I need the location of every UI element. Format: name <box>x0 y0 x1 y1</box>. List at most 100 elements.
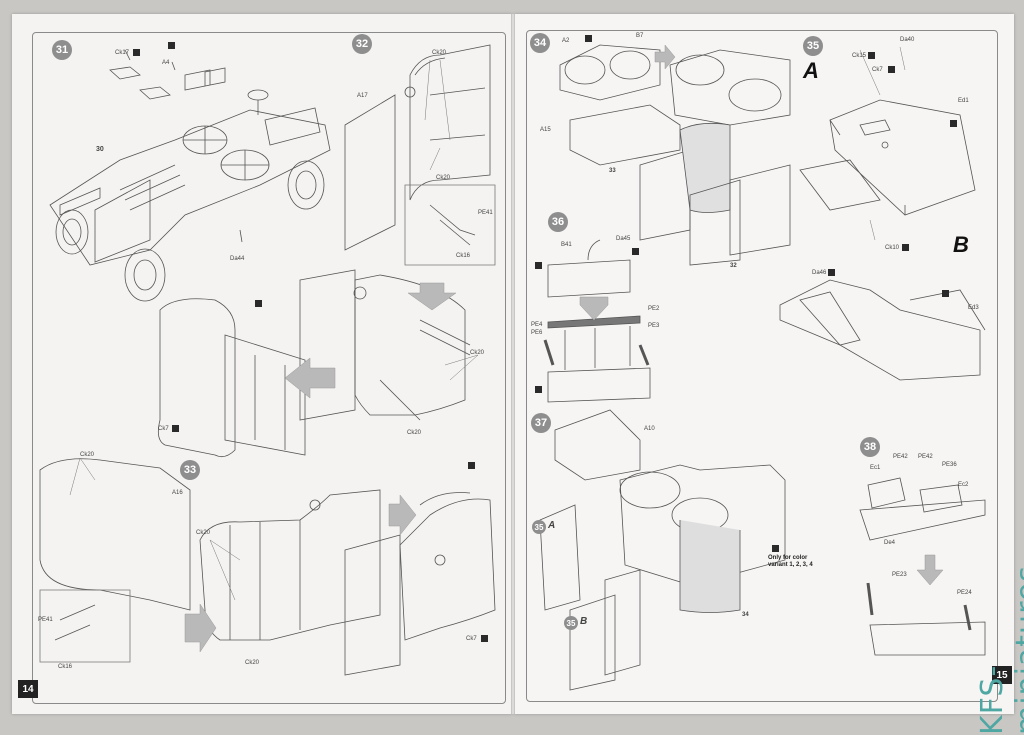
sprue-marker-icon <box>468 462 475 469</box>
part-label: PE24 <box>957 590 972 596</box>
ref-35a-letter: A <box>548 520 556 531</box>
part-label: Ck7 <box>466 636 477 642</box>
part-label: Ck20 <box>196 530 211 536</box>
sprue-marker-icon <box>133 49 140 56</box>
part-label: Da46 <box>812 270 827 276</box>
sprue-marker-icon <box>632 248 639 255</box>
sprue-marker-icon <box>168 42 175 49</box>
part-label: Ck10 <box>885 245 900 251</box>
sprue-marker-icon <box>868 52 875 59</box>
sprue-marker-icon <box>255 300 262 307</box>
curved-shield-drawing-mid-right <box>299 269 471 421</box>
sprue-marker-icon <box>535 262 542 269</box>
watermark-text: KFS-miniatures <box>975 565 1024 735</box>
part-label: Ed3 <box>968 305 979 311</box>
ref-35a-badge: 35 <box>532 520 546 534</box>
sprue-marker-icon <box>535 386 542 393</box>
sprue-marker-icon <box>172 425 179 432</box>
hull-drawing-37 <box>539 409 786 691</box>
part-label: Ec1 <box>870 465 881 471</box>
part-label: Ck20 <box>436 175 451 181</box>
floor-panel-drawing-35b <box>779 279 986 381</box>
ref-35b-badge: 35 <box>564 616 578 630</box>
part-label: A15 <box>540 127 551 133</box>
part-label: A16 <box>172 490 183 496</box>
part-label: Ed1 <box>958 98 969 104</box>
part-label: Da44 <box>230 256 245 262</box>
page-number-left: 14 <box>18 680 38 698</box>
part-label: Ck16 <box>456 253 471 259</box>
rack-drawing-38 <box>859 477 986 656</box>
part-label: Ck20 <box>432 50 447 56</box>
part-label: PE6 <box>531 330 543 336</box>
sprue-marker-icon <box>772 545 779 552</box>
step-36-badge: 36 <box>548 212 568 232</box>
turret-drawing-34 <box>559 44 791 266</box>
sprue-marker-icon <box>902 244 909 251</box>
sprue-marker-icon <box>481 635 488 642</box>
sprue-marker-icon <box>828 269 835 276</box>
part-label: De4 <box>884 540 896 546</box>
page-number-right: 15 <box>992 666 1012 684</box>
part-label: Ec2 <box>958 482 969 488</box>
sprue-marker-icon <box>950 120 957 127</box>
color-variant-note: Only for color variant 1, 2, 3, 4 <box>768 555 813 568</box>
part-label: Ck20 <box>470 350 485 356</box>
part-label: PE42 <box>893 454 908 460</box>
floor-panel-drawing-35a <box>799 99 976 216</box>
part-label: 34 <box>742 612 749 618</box>
step-32-badge: 32 <box>352 34 372 54</box>
curved-shield-drawing-32 <box>344 44 496 266</box>
leader-lines <box>69 46 906 601</box>
part-label: B7 <box>636 33 644 39</box>
part-label: Ck16 <box>58 664 73 670</box>
left-instruction-page <box>12 14 512 714</box>
step-33-badge: 33 <box>180 460 200 480</box>
part-label: PE3 <box>648 323 660 329</box>
part-label: Ck17 <box>115 50 130 56</box>
watermark: KFS-miniatures <box>975 470 1024 735</box>
right-page-frame <box>526 30 998 702</box>
shield-result-drawing-33 <box>344 492 496 676</box>
part-label: PE2 <box>648 306 660 312</box>
part-label: PE23 <box>892 572 907 578</box>
part-label: Ck15 <box>852 53 867 59</box>
part-label: 30 <box>96 146 104 153</box>
right-instruction-page <box>514 14 1014 714</box>
part-label: PE41 <box>38 617 53 623</box>
part-label: PE36 <box>942 462 957 468</box>
sprue-marker-icon <box>585 35 592 42</box>
step-34-badge: 34 <box>530 33 550 53</box>
part-label: Ck20 <box>80 452 95 458</box>
left-page-frame <box>32 32 506 704</box>
vehicle-chassis-drawing <box>49 49 331 302</box>
ref-35b-letter: B <box>580 616 588 627</box>
part-label: PE42 <box>918 454 933 460</box>
part-label: Ck20 <box>245 660 260 666</box>
sprue-marker-icon <box>942 290 949 297</box>
part-label: Ck20 <box>407 430 422 436</box>
part-label: Ck7 <box>872 67 883 73</box>
part-label: PE4 <box>531 322 543 328</box>
step-38-badge: 38 <box>860 437 880 457</box>
step-31-badge: 31 <box>52 40 72 60</box>
part-label: 33 <box>609 168 616 174</box>
step-37-badge: 37 <box>531 413 551 433</box>
variant-b-letter: B <box>953 232 969 257</box>
part-label: A10 <box>644 426 655 432</box>
part-label: A17 <box>357 93 368 99</box>
part-label: Ck7 <box>158 426 169 432</box>
variant-a-letter: A <box>803 58 819 83</box>
direction-arrows <box>184 44 944 653</box>
part-label: A2 <box>562 38 570 44</box>
curved-shield-drawing-mid-left <box>157 298 306 458</box>
part-label: 32 <box>730 263 737 269</box>
sprue-marker-icon <box>888 66 895 73</box>
page-spine <box>511 14 515 714</box>
part-label: PE41 <box>478 210 493 216</box>
step-35-badge: 35 <box>803 36 823 56</box>
part-label: B41 <box>561 242 572 248</box>
part-label: Da40 <box>900 37 915 43</box>
bracket-drawing-36 <box>543 239 651 403</box>
